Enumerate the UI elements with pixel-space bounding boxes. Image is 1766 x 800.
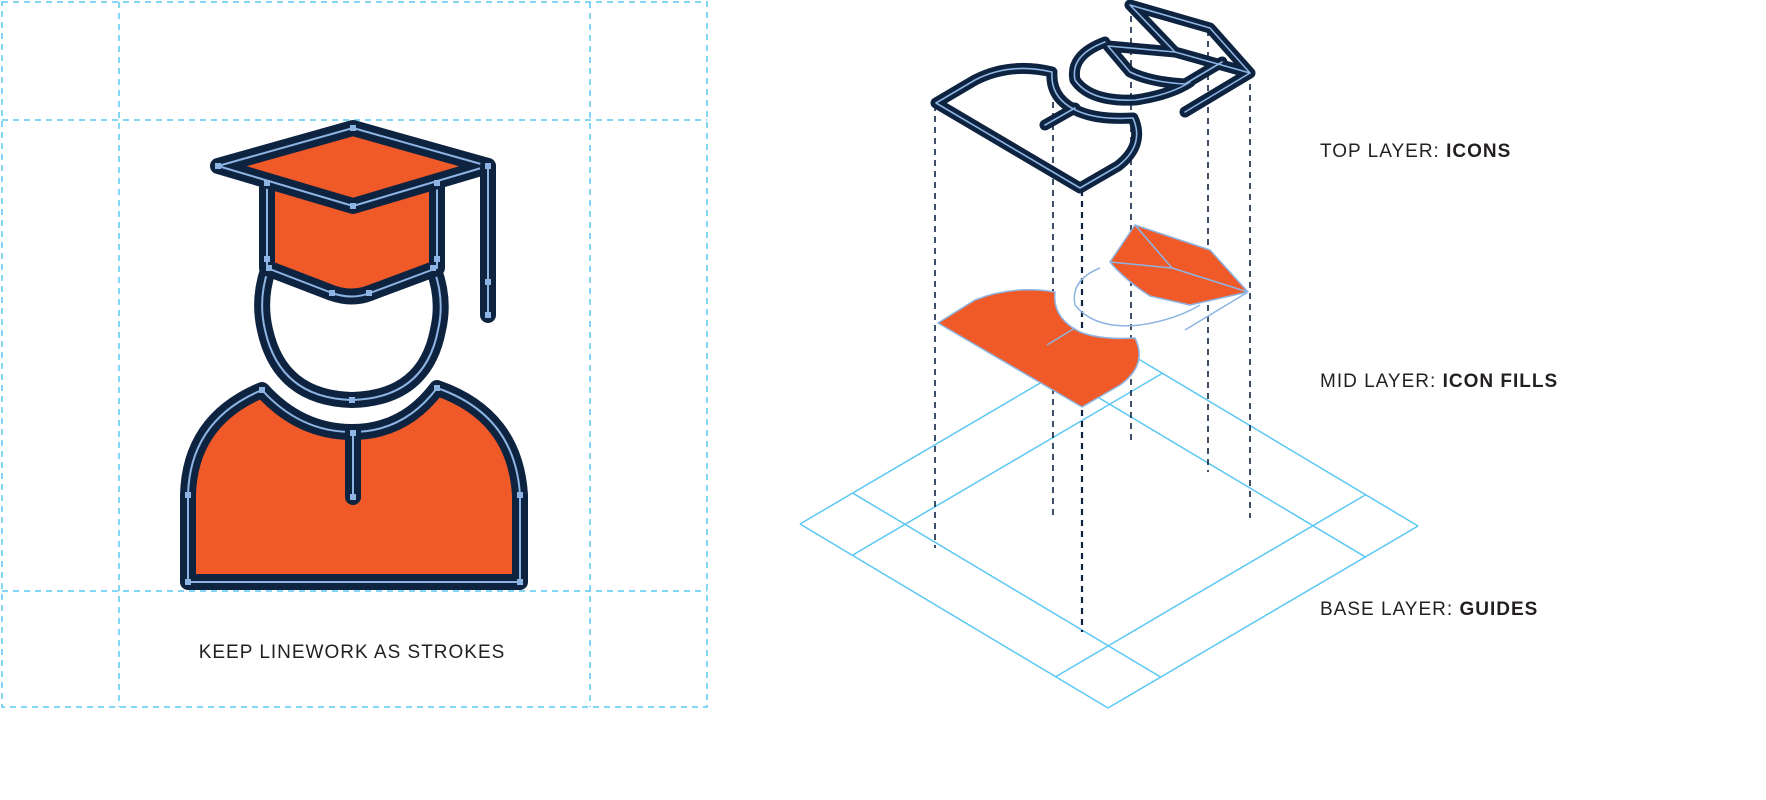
guide-line <box>1107 525 1419 709</box>
anchor-points <box>185 125 523 585</box>
graduate-body <box>180 380 528 590</box>
top-layer-icons <box>930 0 1256 194</box>
guide-line <box>852 492 1162 678</box>
base-layer-label: BASE LAYER: GUIDES <box>1320 599 1538 620</box>
guide-line <box>851 372 1163 556</box>
guide-line <box>1109 341 1419 527</box>
mid-layer-label: MID LAYER: ICON FILLS <box>1320 371 1558 392</box>
top-layer-label: TOP LAYER: ICONS <box>1320 141 1511 162</box>
guide-line <box>1056 372 1366 558</box>
guide-line <box>1055 494 1367 678</box>
left-guides <box>1 1 708 708</box>
mid-layer-fills <box>937 224 1249 408</box>
left-caption: KEEP LINEWORK AS STROKES <box>199 642 506 663</box>
guide-line <box>799 523 1109 709</box>
base-layer-guides <box>799 341 1419 709</box>
graduate-icon <box>180 120 528 590</box>
